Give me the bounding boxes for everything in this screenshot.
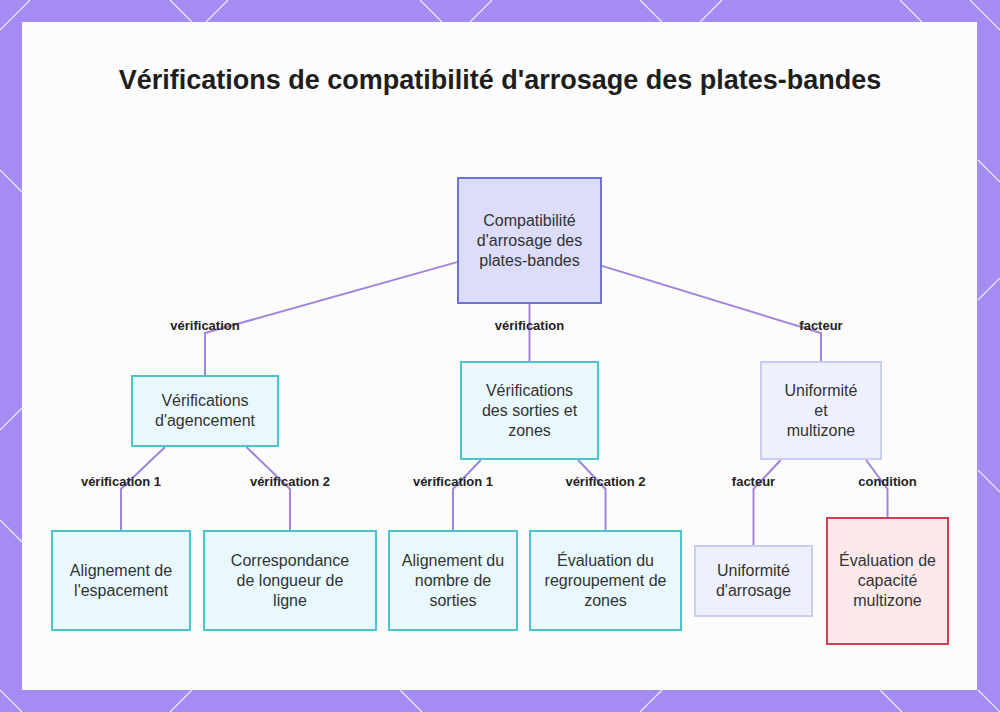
process-box: Alignement de l'espacement — [51, 530, 191, 631]
connector-line — [205, 262, 457, 375]
node-text: Vérifications d'agencement — [141, 391, 269, 431]
node-text: Évaluation du regroupement de zones — [541, 551, 671, 611]
node-text: Alignement du nombre de sorties — [398, 551, 508, 611]
edge-label: vérification 1 — [413, 474, 493, 489]
node-text: Correspondance de longueur de ligne — [220, 551, 360, 611]
process-box: Correspondance de longueur de ligne — [203, 530, 377, 631]
connector-line — [453, 460, 481, 530]
process-box: Évaluation du regroupement de zones — [529, 530, 682, 631]
process-box: Uniformité d'arrosage — [694, 545, 813, 617]
connector-line — [866, 460, 887, 517]
edge-label: facteur — [732, 474, 775, 489]
process-box: Évaluation de capacité multizone — [826, 517, 949, 645]
node-text: Alignement de l'espacement — [61, 561, 181, 601]
connector-line — [754, 460, 781, 545]
process-box: Vérifications d'agencement — [131, 375, 279, 447]
connector-line — [602, 266, 821, 361]
process-box: Alignement du nombre de sorties — [388, 530, 518, 631]
connector-line — [529, 304, 531, 361]
edge-label: vérification — [170, 318, 239, 333]
node-text: Uniformité d'arrosage — [704, 561, 803, 601]
diagram-title: Vérifications de compatibilité d'arrosag… — [100, 62, 900, 98]
edge-label: vérification 2 — [250, 474, 330, 489]
edge-label: condition — [858, 474, 917, 489]
node-text: Uniformité et multizone — [781, 381, 861, 441]
edge-label: vérification — [495, 318, 564, 333]
edge-label: vérification 2 — [565, 474, 645, 489]
process-box: Compatibilité d'arrosage des plates-band… — [457, 177, 602, 304]
connector-line — [246, 447, 290, 530]
node-text: Compatibilité d'arrosage des plates-band… — [467, 211, 592, 271]
connector-line — [121, 447, 165, 530]
edge-label: vérification 1 — [81, 474, 161, 489]
process-box: Uniformité et multizone — [760, 361, 882, 460]
connector-line — [578, 460, 605, 530]
process-box: Vérifications des sorties et zones — [460, 361, 599, 460]
node-text: Évaluation de capacité multizone — [838, 551, 938, 611]
node-text: Vérifications des sorties et zones — [475, 381, 585, 441]
edge-label: facteur — [799, 318, 842, 333]
